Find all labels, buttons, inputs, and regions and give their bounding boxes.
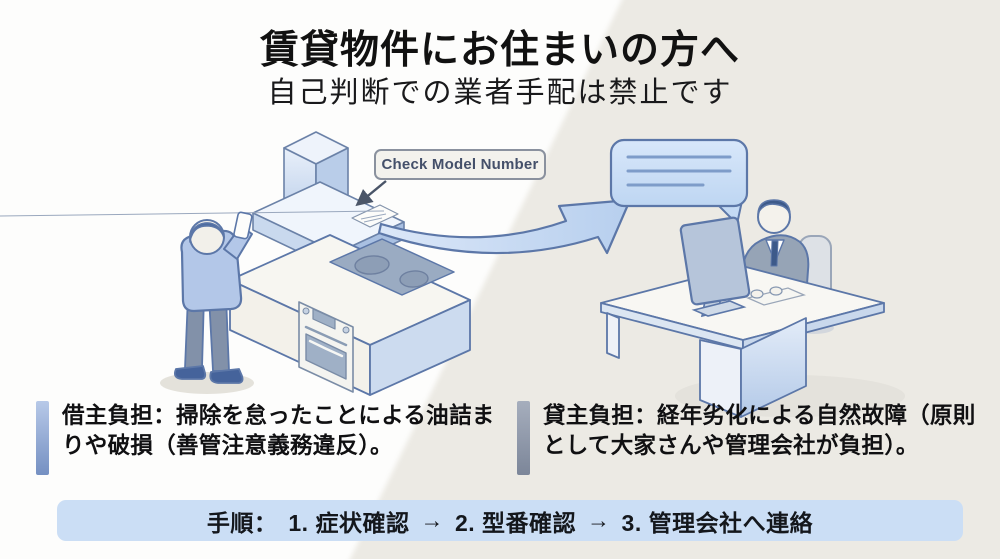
arrow-separator-icon: → [587, 507, 611, 533]
procedure-steps-bar: 手順： 1. 症状確認 → 2. 型番確認 → 3. 管理会社へ連絡 [57, 500, 963, 541]
manager-desk-illustration [600, 199, 905, 418]
landlord-burden-note: 貸主負担：経年劣化による自然故障（原則として大家さんや管理会社が負担）。 [517, 401, 979, 475]
arrow-separator-icon: → [420, 507, 444, 533]
arrow-swoosh-icon [377, 198, 632, 255]
tenant-note-accent-bar [36, 401, 49, 475]
tenant-burden-note: 借主負担：掃除を怠ったことによる油詰まりや破損（善管注意義務違反）。 [36, 401, 514, 475]
page-title: 賃貸物件にお住まいの方へ [259, 29, 740, 72]
tenant-note-text: 借主負担：掃除を怠ったことによる油詰まりや破損（善管注意義務違反）。 [62, 401, 514, 475]
tenant-person-illustration [160, 211, 254, 394]
step-3: 3. 管理会社へ連絡 [621, 509, 814, 536]
keyboard [745, 286, 807, 306]
model-number-sticker [0, 204, 399, 228]
tenant-note-body: 掃除を怠ったことによる油詰まりや破損（善管注意義務違反）。 [62, 403, 495, 459]
step-2: 2. 型番確認 [454, 509, 577, 536]
speech-bubble-icon [609, 138, 749, 227]
computer-monitor [679, 216, 751, 318]
step-1: 1. 症状確認 [288, 509, 410, 536]
page-subtitle: 自己判断での業者手配は禁止です [267, 77, 733, 109]
steps-prefix: 手順： [206, 509, 278, 536]
landlord-note-label: 貸主負担： [543, 403, 658, 428]
oven-illustration [298, 301, 354, 393]
office-desk [600, 265, 885, 418]
landlord-note-body: 経年劣化による自然故障（原則として大家さんや管理会社が負担）。 [543, 403, 976, 459]
landlord-note-accent-bar [517, 401, 530, 475]
tenant-note-label: 借主負担： [62, 403, 177, 428]
callout-pointer-icon [355, 180, 387, 207]
check-model-number-callout: Check Model Number [374, 149, 546, 180]
kitchen-counter-illustration [229, 234, 471, 396]
cooktop-illustration [329, 238, 455, 296]
landlord-note-text: 貸主負担：経年劣化による自然故障（原則として大家さんや管理会社が負担）。 [543, 401, 979, 475]
